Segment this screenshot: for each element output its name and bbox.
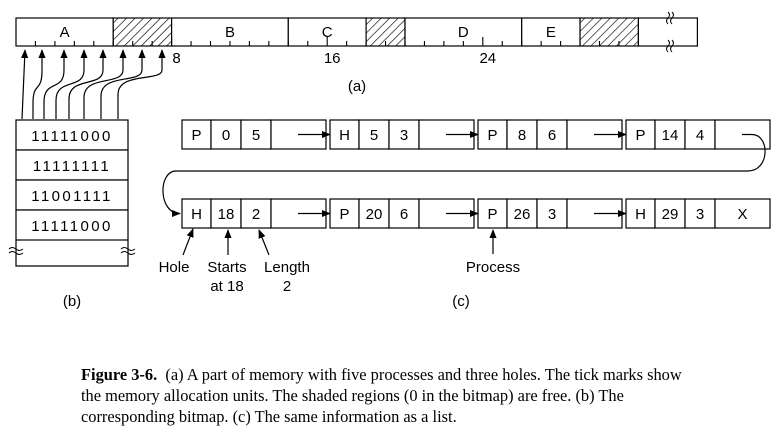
process-segment [521,17,581,47]
list-node: H 29 3 X [625,198,771,229]
bitmap-bit-arrow [68,49,107,119]
caption-label: Figure 3-6. [81,365,158,384]
process-annotation: Process [466,259,520,276]
node-length-text: 4 [696,127,704,144]
memory-tick-labels: 8 16 24 [172,50,496,67]
panel-label-c: (c) [452,293,470,310]
node-start-text: 29 [662,206,679,223]
node-start-text: 14 [662,127,679,144]
node-kind-text: P [191,127,201,144]
break-mark-left [8,247,24,255]
starts-annotation-line1: Starts [207,259,246,276]
node-kind-cell [181,198,212,229]
node-start-cell [654,198,686,229]
tick-label: 8 [172,50,180,67]
node-start-cell [210,119,242,150]
node-kind-cell [329,119,360,150]
node-start-text: 20 [366,206,383,223]
process-label: D [458,24,469,41]
hole-annotation: Hole [159,259,190,276]
node-length-cell [388,119,420,150]
starts-annotation-line2: at 18 [210,278,243,295]
panel-label-a: (a) [348,78,366,95]
bitmap-bit-arrow [55,49,88,119]
break-mark-right [120,247,136,255]
list-node: P 20 6 [329,198,475,229]
bitmap-row: 11111111 [33,158,111,175]
bitmap-bit-arrow [32,49,46,119]
node-length-text: 5 [252,127,260,144]
node-length-cell [684,198,716,229]
bitmap-bit-arrow [83,49,127,119]
panel-label-b: (b) [63,293,81,310]
node-start-text: 18 [218,206,235,223]
bitmap-bit-arrow [21,49,29,120]
bitmap-bit-arrow [100,49,146,119]
figure-caption: Figure 3-6. (a) A part of memory with fi… [81,364,701,427]
node-length-text: 6 [400,206,408,223]
node-kind-text: H [339,127,350,144]
node-start-text: 8 [518,127,526,144]
node-kind-text: H [635,206,646,223]
node-kind-cell [329,198,360,229]
bitmap-row-box [15,209,129,241]
bitmap-bit-arrow [43,49,68,119]
length-annotation-line2: 2 [283,278,291,295]
bitmap-bit-arrow [117,49,166,119]
bitmap-row: 11111000 [31,218,113,235]
node-length-cell [240,198,272,229]
node-start-cell [506,198,538,229]
length-pointer-arrow [258,229,270,256]
bitmap-row: 11001111 [31,188,113,205]
hole-pointer-arrow [182,228,194,256]
node-length-text: 3 [548,206,556,223]
node-length-text: 3 [400,127,408,144]
node-next-cell [714,198,771,229]
bitmap-row-box [15,149,129,181]
process-label: C [322,24,333,41]
node-kind-text: P [635,127,645,144]
bitmap-continuation [15,240,129,267]
node-length-text: 3 [696,206,704,223]
bitmap-arrows [21,49,166,120]
memory-ticks [34,37,620,46]
list-annotations: Hole Starts at 18 Length 2 Process [159,228,520,295]
caption-text: (a) A part of memory with five processes… [81,365,682,426]
node-length-text: 6 [548,127,556,144]
wraparound-pointer-arrow [162,133,766,218]
process-segment [15,17,114,47]
node-kind-text: P [339,206,349,223]
node-next-text: X [737,206,747,223]
length-annotation-line1: Length [264,259,310,276]
node-start-text: 5 [370,127,378,144]
bitmap-row-box [15,179,129,211]
break-mark-top [666,11,674,25]
memory-strip: A B C D E [15,11,699,53]
node-length-cell [684,119,716,150]
process-label: A [60,24,70,41]
list-node: P 0 5 [181,119,327,150]
node-kind-text: H [191,206,202,223]
bitmap-row: 11111000 [31,128,113,145]
tick-label: 16 [324,50,341,67]
memory-continuation [637,17,699,47]
node-start-text: 0 [222,127,230,144]
tick-label: 24 [479,50,496,67]
process-label: E [546,24,556,41]
bitmap-table: 11111000 11111111 11001111 11111000 [8,119,136,267]
node-kind-text: P [487,206,497,223]
process-label: B [225,24,235,41]
free-hole-segment [112,17,173,47]
node-kind-cell [477,198,508,229]
bitmap-row-box [15,119,129,151]
node-start-cell [654,119,686,150]
free-hole-segment [579,17,639,47]
break-mark-bottom [666,39,674,53]
node-start-text: 26 [514,206,531,223]
node-length-text: 2 [252,206,260,223]
node-kind-text: P [487,127,497,144]
node-kind-cell [625,198,656,229]
